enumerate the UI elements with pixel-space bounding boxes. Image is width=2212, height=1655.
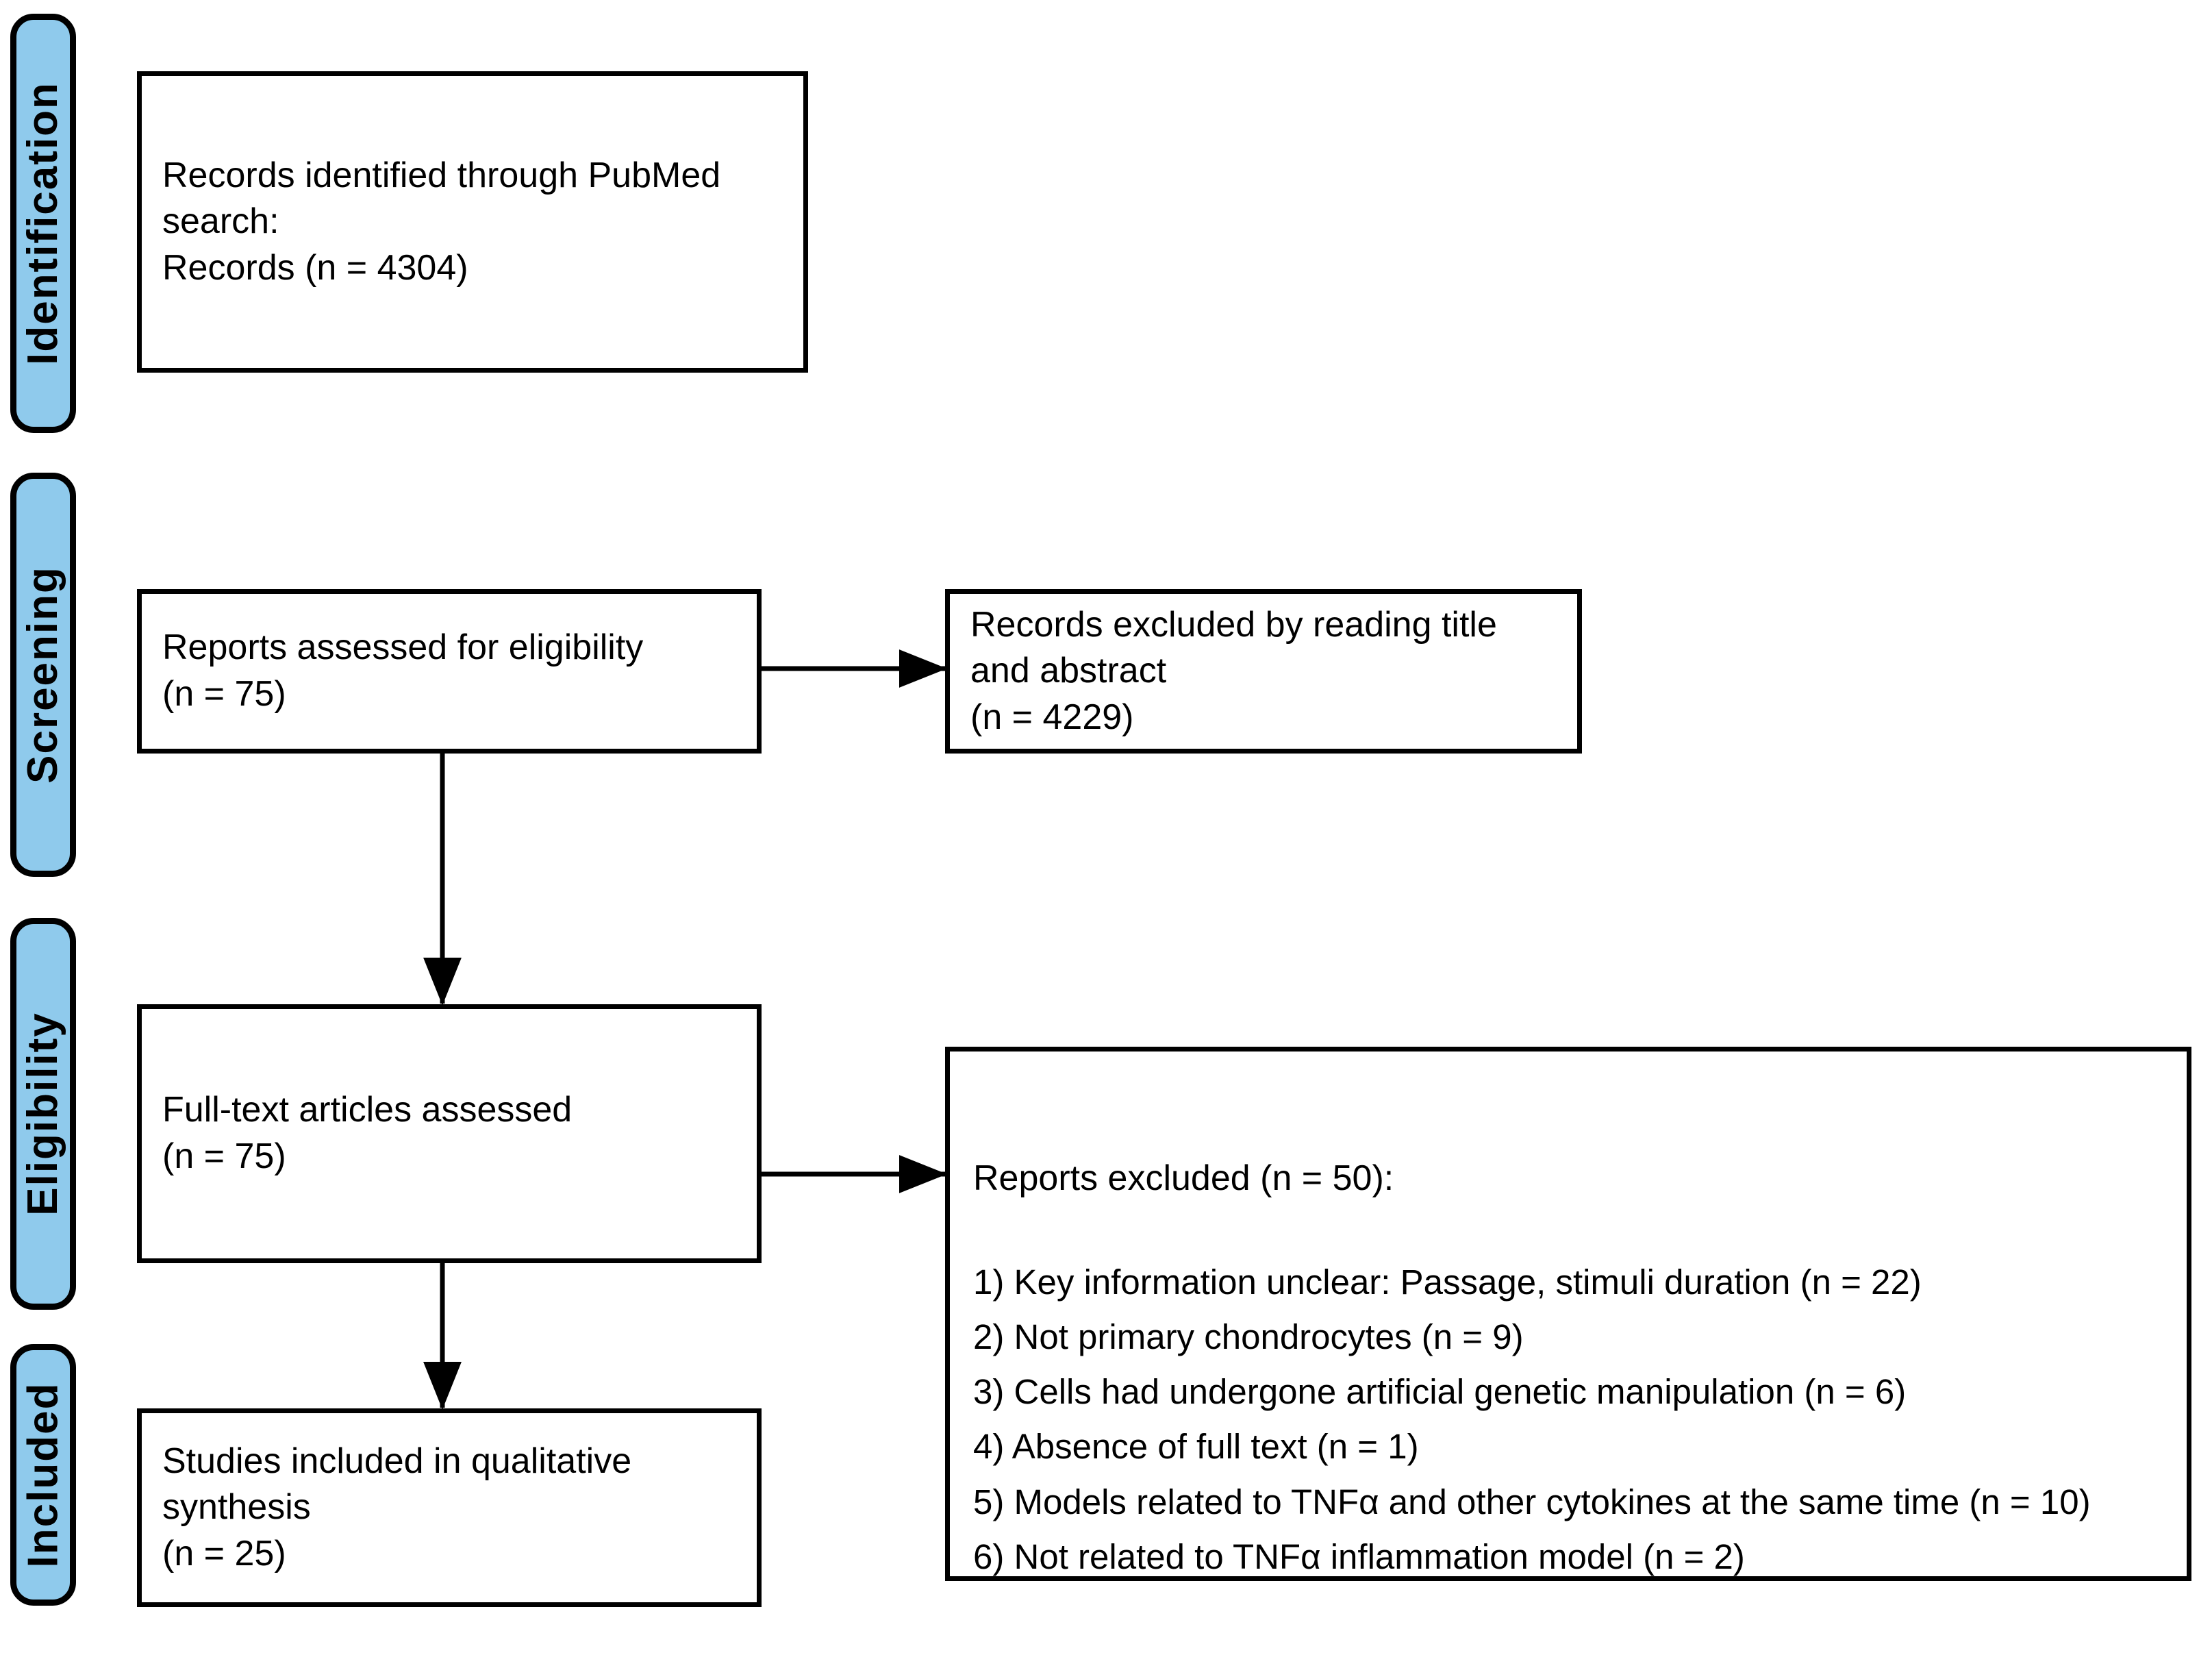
box-reports-assessed-text: Reports assessed for eligibility (n = 75…: [162, 627, 644, 714]
box-records-excluded: Records excluded by reading title and ab…: [945, 589, 1582, 754]
box-full-text-assessed-text: Full-text articles assessed (n = 75): [162, 1090, 573, 1176]
box-studies-included: Studies included in qualitative synthesi…: [137, 1408, 762, 1607]
box-reports-assessed: Reports assessed for eligibility (n = 75…: [137, 589, 762, 754]
list-item: 2) Not primary chondrocytes (n = 9): [973, 1317, 1524, 1356]
box-records-identified-text: Records identified through PubMed search…: [162, 155, 721, 288]
stage-pill-screening: Screening: [10, 473, 76, 877]
box-full-text-assessed: Full-text articles assessed (n = 75): [137, 1004, 762, 1263]
list-item: 4) Absence of full text (n = 1): [973, 1427, 1419, 1467]
list-item: 1) Key information unclear: Passage, sti…: [973, 1262, 1922, 1302]
box-records-excluded-text: Records excluded by reading title and ab…: [970, 604, 1497, 737]
list-item: 6) Not related to TNFα inflammation mode…: [973, 1537, 1745, 1577]
box-studies-included-text: Studies included in qualitative synthesi…: [162, 1441, 632, 1573]
list-item: 3) Cells had undergone artificial geneti…: [973, 1372, 1907, 1412]
box-records-identified: Records identified through PubMed search…: [137, 71, 808, 373]
stage-pill-included: Included: [10, 1344, 76, 1606]
stage-pill-eligibility: Eligibility: [10, 918, 76, 1310]
stage-label-included: Included: [19, 1382, 66, 1568]
list-item: 5) Models related to TNFα and other cyto…: [973, 1482, 2091, 1521]
reports-excluded-heading: Reports excluded (n = 50):: [973, 1158, 1394, 1198]
stage-label-identification: Identification: [19, 82, 66, 365]
reports-excluded-list: 1) Key information unclear: Passage, sti…: [973, 1260, 2163, 1580]
stage-label-screening: Screening: [19, 566, 66, 784]
stage-pill-identification: Identification: [10, 14, 76, 433]
stage-label-eligibility: Eligibility: [19, 1012, 66, 1216]
box-reports-excluded: Reports excluded (n = 50): 1) Key inform…: [945, 1047, 2191, 1581]
